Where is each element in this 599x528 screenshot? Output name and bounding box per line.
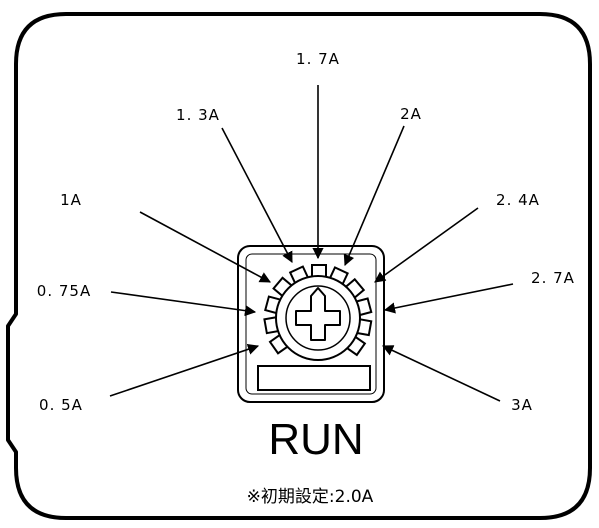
label-0-5a: 0. 5A [39, 396, 83, 414]
label-0-75a: 0. 75A [37, 282, 91, 300]
arrow-2a [343, 125, 405, 267]
initial-setting-note: ※初期設定:2.0A [247, 487, 374, 507]
arrow-1-3a [221, 127, 293, 263]
dial-cross-slot [295, 287, 341, 341]
label-2-7a: 2. 7A [531, 269, 575, 287]
run-label: RUN [268, 415, 363, 464]
switch-window [257, 365, 371, 391]
leader-lines [109, 85, 514, 402]
rotary-switch [237, 245, 385, 403]
label-2a: 2A [400, 105, 422, 123]
arrow-3a [381, 345, 501, 402]
arrow-0-75a [110, 291, 257, 317]
arrow-1a [139, 211, 271, 283]
label-2-4a: 2. 4A [496, 191, 540, 209]
arrow-0-5a [109, 343, 260, 397]
label-3a: 3A [511, 396, 533, 414]
arrow-2-7a [383, 283, 514, 314]
label-1-3a: 1. 3A [176, 106, 220, 124]
arrow-2-4a [374, 207, 479, 283]
label-1-7a: 1. 7A [296, 50, 340, 68]
label-1a: 1A [60, 191, 82, 209]
